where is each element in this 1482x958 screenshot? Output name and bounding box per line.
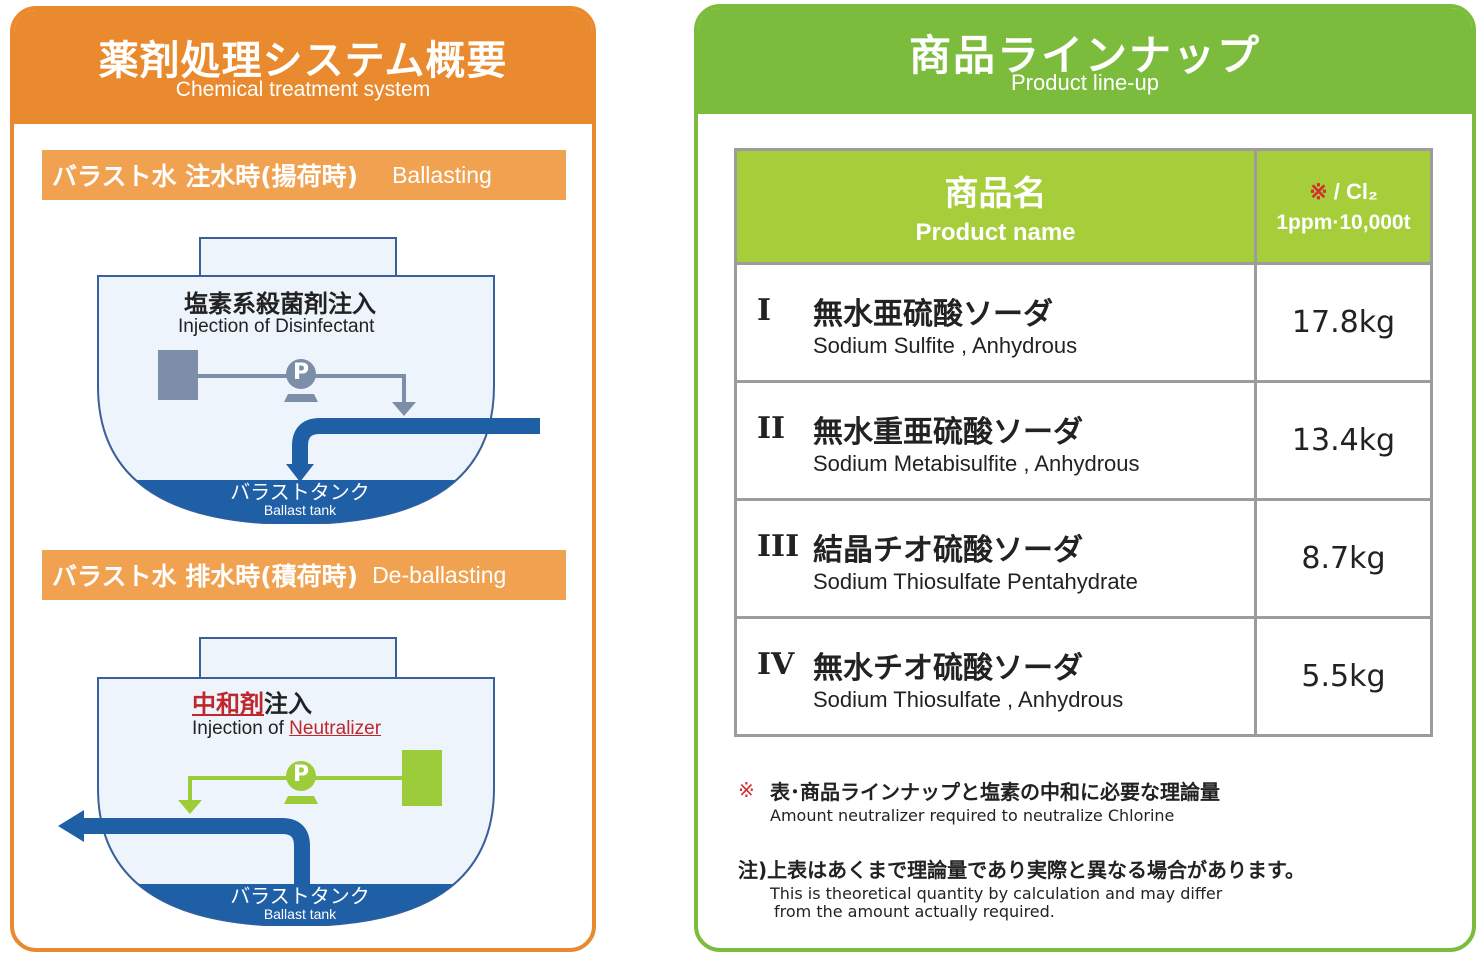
right-panel-subtitle: Product line-up [1011, 70, 1159, 95]
table-row: IV 無水チオ硫酸ソーダ Sodium Thiosulfate , Anhydr… [734, 616, 1433, 737]
left-panel-title: 薬剤処理システム概要 [98, 38, 508, 84]
right-panel-title: 商品ラインナップ [908, 31, 1261, 80]
table-row: II 無水重亜硫酸ソーダ Sodium Metabisulfite , Anhy… [734, 380, 1433, 501]
table-header-row: 商品名 Product name ※ / Cl₂ 1ppm·10,000t [734, 148, 1433, 265]
tank-name-en: Ballast tank [263, 906, 337, 922]
ballasting-label-jp: バラスト水 注水時(揚荷時) [52, 162, 359, 191]
pump-icon [286, 761, 316, 791]
note2-text-jp: 注)上表はあくまで理論量であり実際と異なる場合があります。 [738, 858, 1305, 882]
neutralizer-pipe [188, 776, 402, 802]
hatch-top [199, 237, 397, 279]
neutralizer-label-en: Injection of Neutralizer [192, 718, 382, 739]
note1-text-jp: 表･商品ラインナップと塩素の中和に必要な理論量 [770, 780, 1220, 804]
right-panel-header: 商品ラインナップ Product line-up [698, 8, 1472, 114]
note-asterisk-mark: ※ [738, 778, 755, 802]
left-panel-header: 薬剤処理システム概要 Chemical treatment system [14, 10, 592, 124]
pump-label: P [292, 360, 310, 385]
left-panel-subtitle: Chemical treatment system [175, 78, 431, 101]
table-row: III 結晶チオ硫酸ソーダ Sodium Thiosulfate Pentahy… [734, 498, 1433, 619]
table-row: I 無水亜硫酸ソーダ Sodium Sulfite , Anhydrous 17… [734, 262, 1433, 383]
note1-text-en: Amount neutralizer required to neutraliz… [770, 806, 1175, 825]
header-product-name: 商品名 Product name [734, 148, 1257, 265]
disinfectant-container [158, 350, 198, 400]
injection-arrow [392, 402, 416, 416]
inflow-arrow [286, 464, 314, 482]
ballasting-section-bar: バラスト水 注水時(揚荷時) Ballasting [42, 150, 566, 200]
pump-icon [286, 359, 316, 389]
injection-arrow [178, 800, 202, 814]
inflow-pipe [292, 418, 540, 468]
deballasting-section-bar: バラスト水 排水時(積荷時) De-ballasting [42, 550, 566, 600]
neutralizer-container [402, 750, 442, 806]
product-name-cell: II 無水重亜硫酸ソーダ Sodium Metabisulfite , Anhy… [734, 380, 1257, 501]
chemical-treatment-panel: 薬剤処理システム概要 Chemical treatment system バラス… [10, 6, 596, 952]
product-amount-cell: 5.5kg [1254, 616, 1433, 737]
note2-text-en-line1: This is theoretical quantity by calculat… [770, 884, 1223, 903]
disinfectant-label-jp: 塩素系殺菌剤注入 [184, 290, 376, 318]
product-name-cell: III 結晶チオ硫酸ソーダ Sodium Thiosulfate Pentahy… [734, 498, 1257, 619]
pump-label: P [292, 762, 310, 787]
product-name-cell: I 無水亜硫酸ソーダ Sodium Sulfite , Anhydrous [734, 262, 1257, 383]
product-lineup-panel: 商品ラインナップ Product line-up 商品名 Product nam… [694, 4, 1476, 952]
deballasting-tank-diagram [58, 637, 495, 926]
ballasting-tank-diagram [97, 237, 540, 524]
neutralizer-label-jp: 中和剤注入 [192, 690, 312, 718]
deballasting-label-jp: バラスト水 排水時(積荷時) [52, 562, 359, 591]
disinfectant-pipe [198, 374, 406, 404]
outflow-arrow [58, 810, 84, 842]
product-name-cell: IV 無水チオ硫酸ソーダ Sodium Thiosulfate , Anhydr… [734, 616, 1257, 737]
hatch-top [199, 637, 397, 679]
disinfectant-label-en: Injection of Disinfectant [178, 316, 375, 337]
product-table: 商品名 Product name ※ / Cl₂ 1ppm·10,000t I … [734, 148, 1433, 737]
tank-name-jp: バラストタンク [230, 884, 370, 908]
tank-name-en: Ballast tank [263, 502, 337, 518]
product-amount-cell: 13.4kg [1254, 380, 1433, 501]
header-amount-unit: ※ / Cl₂ 1ppm·10,000t [1254, 148, 1433, 265]
ballasting-label-en: Ballasting [392, 161, 492, 188]
deballasting-label-en: De-ballasting [372, 561, 507, 588]
tank-name-jp: バラストタンク [230, 480, 370, 504]
note2-text-en-line2: from the amount actually required. [774, 902, 1055, 921]
outflow-pipe [80, 818, 310, 884]
product-amount-cell: 8.7kg [1254, 498, 1433, 619]
product-amount-cell: 17.8kg [1254, 262, 1433, 383]
